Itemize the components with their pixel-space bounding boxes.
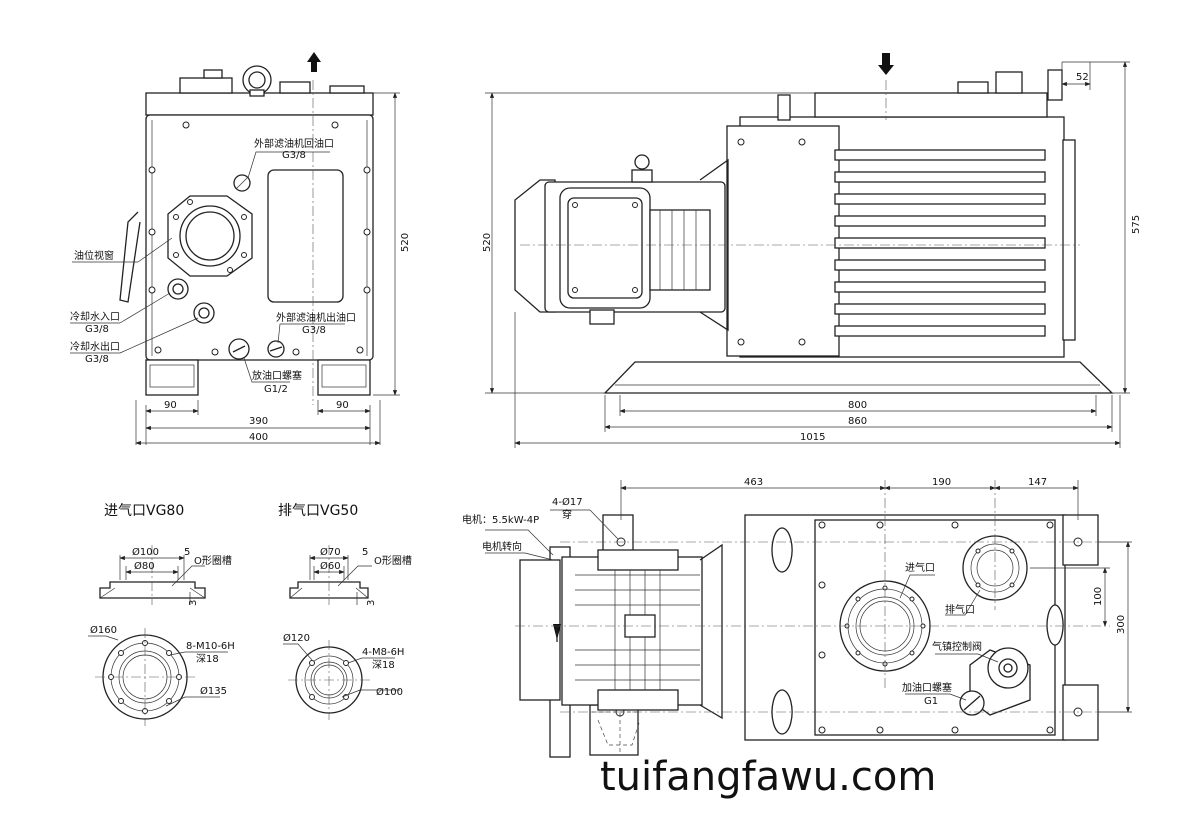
label-motor-rotation: 电机转向 (482, 540, 522, 553)
label-ext-filter-return-spec: G3/8 (282, 150, 306, 161)
inlet-groove-w: 5 (184, 547, 190, 558)
outlet-bolts: 4-M8-6H (362, 647, 404, 658)
inlet-d-flange: Ø160 (90, 624, 117, 636)
gas-ballast-valve (959, 647, 1031, 716)
outlet-groove-label: O形圈槽 (374, 554, 412, 567)
label-gas-ballast: 气镇控制阀 (932, 640, 982, 653)
top-view-text: 4-Ø17 穿 电机：5.5kW-4P 电机转向 463 190 147 进气口… (462, 477, 1127, 707)
inlet-groove-d: 3 (188, 600, 199, 606)
label-inlet: 进气口 (905, 561, 935, 574)
dim-outer-width: 400 (249, 432, 268, 443)
label-fill-plug: 加油口螺塞 (902, 681, 952, 694)
inlet-d-inner: Ø80 (134, 560, 155, 572)
label-holes: 4-Ø17 (552, 496, 583, 508)
cooling-fins (834, 149, 1046, 337)
label-ext-filter-out-spec: G3/8 (302, 325, 326, 336)
label-cool-in-spec: G3/8 (85, 324, 109, 335)
oil-sight-window (167, 195, 253, 277)
label-drain-plug-spec: G1/2 (264, 384, 288, 395)
dim-inner-width: 390 (249, 416, 268, 427)
outlet-bolt-depth: 深18 (372, 659, 395, 671)
dim-len-860: 860 (848, 416, 867, 427)
front-top-block (179, 77, 233, 94)
outlet-flange (283, 545, 400, 720)
side-top-cover (814, 92, 1048, 118)
dim-front-height: 520 (400, 233, 411, 252)
label-motor: 电机：5.5kW-4P (462, 513, 539, 526)
dim-foot-left: 90 (164, 400, 177, 411)
inlet-title: 进气口VG80 (104, 503, 184, 519)
dim-foot-right: 90 (336, 400, 349, 411)
dim-top-offset: 52 (1076, 72, 1089, 83)
outlet-flange-text: 排气口VG50 Ø70 Ø60 5 O形圈槽 3 Ø120 4-M8-6H 深1… (278, 503, 412, 698)
dim-side-height-left: 520 (482, 233, 493, 252)
side-motor-housing (726, 125, 840, 357)
front-foot-right (317, 359, 371, 396)
inlet-d-outer: Ø100 (132, 546, 159, 558)
side-base (603, 361, 1114, 394)
label-ext-filter-return: 外部滤油机回油口 (254, 137, 334, 150)
label-ext-filter-out: 外部滤油机出油口 (276, 311, 356, 324)
front-foot-left (145, 359, 199, 396)
label-cool-out-spec: G3/8 (85, 354, 109, 365)
inlet-pcd: Ø135 (200, 685, 227, 697)
side-motor (514, 154, 729, 332)
dim-side-height-right: 575 (1131, 215, 1142, 234)
front-bolts (148, 121, 371, 356)
front-view-text: 外部滤油机回油口 G3/8 油位视窗 冷却水入口 G3/8 冷却水出口 G3/8… (70, 137, 411, 443)
outlet-d-flange: Ø120 (283, 632, 310, 644)
top-motor (519, 543, 723, 758)
dim-463: 463 (744, 477, 763, 488)
dim-100: 100 (1093, 587, 1104, 606)
label-fill-plug-spec: G1 (924, 696, 938, 707)
dim-190: 190 (932, 477, 951, 488)
label-cool-out: 冷却水出口 (70, 340, 120, 353)
inlet-flange-text: 进气口VG80 Ø100 Ø80 5 O形圈槽 3 Ø160 8-M10-6H … (90, 503, 235, 697)
inlet-bolts: 8-M10-6H (186, 641, 235, 652)
top-view (485, 480, 1132, 758)
outlet-pcd: Ø100 (376, 686, 403, 698)
outlet-groove-w: 5 (362, 547, 368, 558)
front-view (70, 52, 400, 446)
dim-len-800: 800 (848, 400, 867, 411)
side-view (485, 53, 1130, 448)
dim-300: 300 (1116, 615, 1127, 634)
label-outlet: 排气口 (945, 603, 975, 616)
outlet-title: 排气口VG50 (278, 503, 358, 519)
side-window (267, 169, 344, 303)
up-arrow-icon (307, 52, 321, 72)
inlet-groove-label: O形圈槽 (194, 554, 232, 567)
top-bracket-bl (589, 704, 639, 756)
inlet-flange (88, 545, 228, 726)
outlet-d-inner: Ø60 (320, 560, 341, 572)
dim-147: 147 (1028, 477, 1047, 488)
down-arrow-icon (878, 53, 894, 75)
outlet-d-outer: Ø70 (320, 546, 341, 558)
inlet-bolt-depth: 深18 (196, 653, 219, 665)
label-holes-note: 穿 (562, 508, 572, 521)
label-drain-plug: 放油口螺塞 (252, 369, 302, 382)
outlet-groove-d: 3 (366, 600, 377, 606)
label-oil-window: 油位视窗 (74, 249, 114, 262)
label-cool-in: 冷却水入口 (70, 310, 120, 323)
watermark: tuifangfawu.com (600, 754, 936, 800)
inlet-flange-section (99, 581, 206, 599)
side-view-text: 520 575 52 800 860 1015 (482, 72, 1142, 443)
handle-top (771, 527, 793, 573)
left-bracket (119, 211, 141, 303)
dim-len-1015: 1015 (800, 432, 825, 443)
